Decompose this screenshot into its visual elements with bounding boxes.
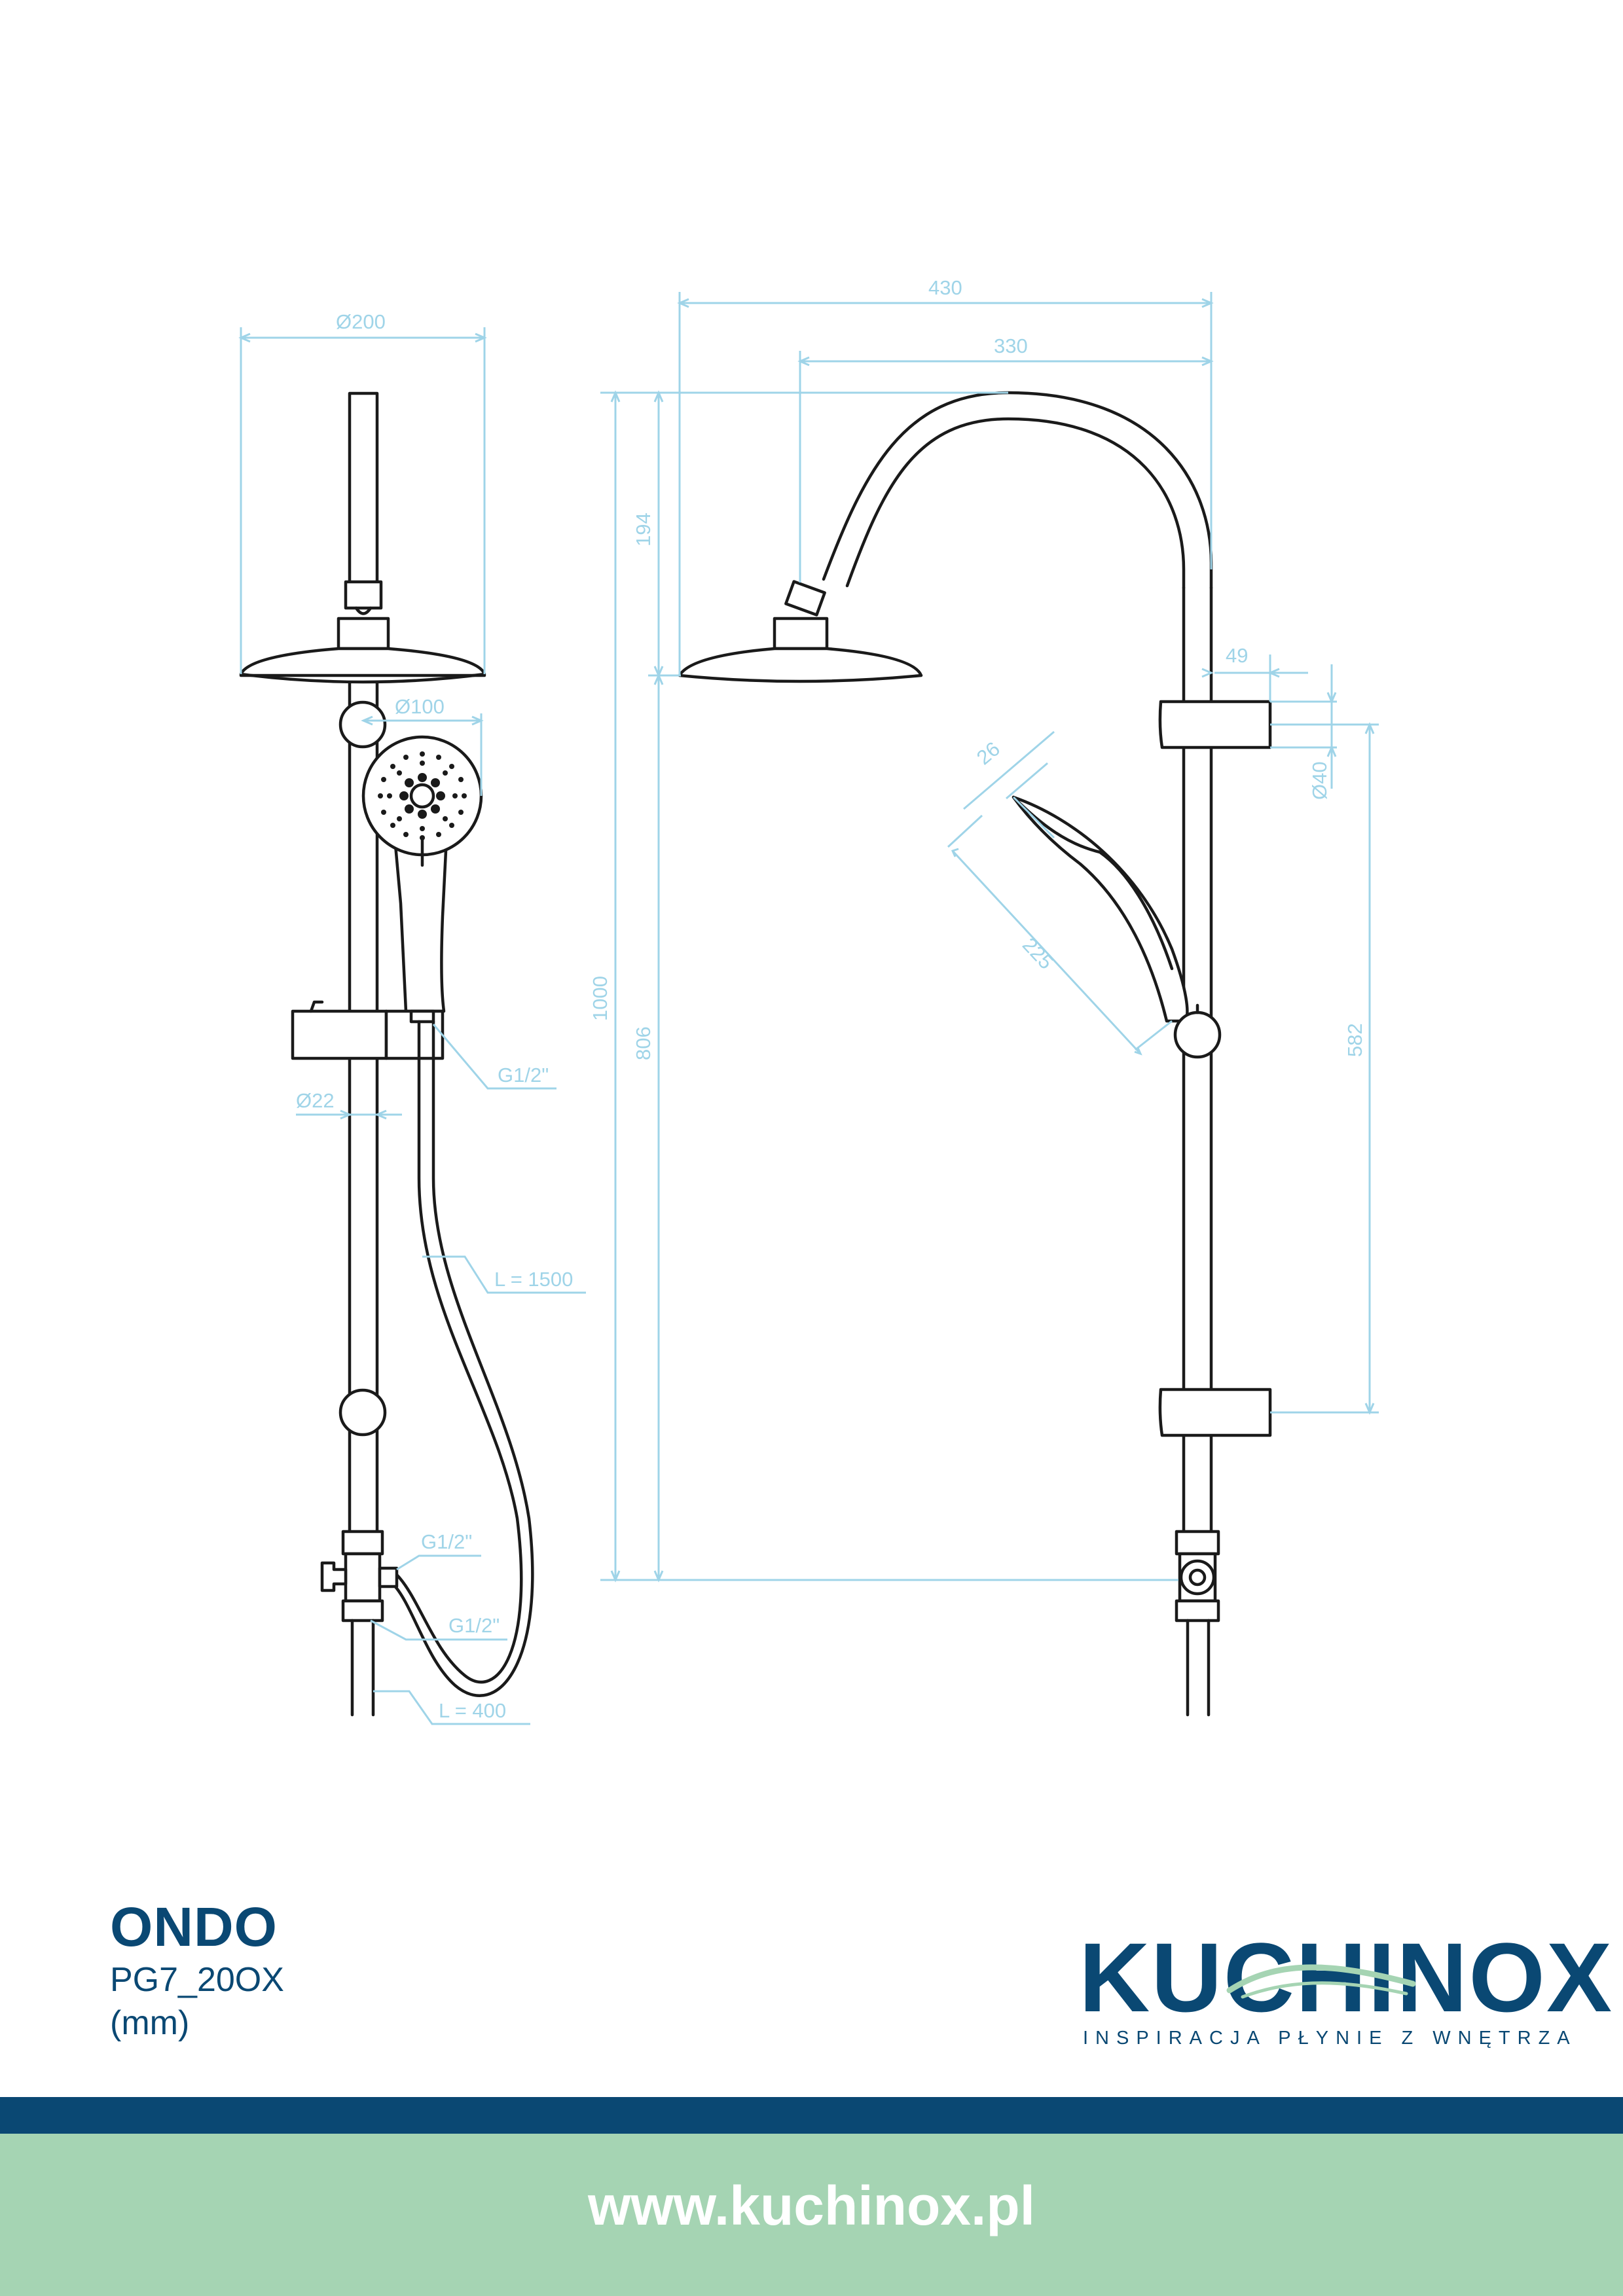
brand-tagline: INSPIRACJA PŁYNIE Z WNĘTRZA [1083,2028,1577,2049]
dim-width-430: 430 [928,276,962,299]
side-shower-head [678,647,923,683]
footer-website-link[interactable]: www.kuchinox.pl [588,2175,1035,2236]
side-upper-bracket [1158,700,1272,749]
front-slider-holder [291,1009,388,1060]
dimension-labels: Ø200 Ø100 Ø22 G1/2" L = 1500 G1/2" G1/2"… [296,276,1366,1722]
dim-width-26: 26 [972,737,1004,769]
side-hand-shower-face [1012,795,1174,971]
front-diverter-body [344,1552,382,1603]
front-shower-head [239,647,486,684]
side-diverter-bottom [1175,1599,1220,1623]
product-name: ONDO [110,1896,278,1958]
dim-length-225: 225 [1018,933,1058,974]
product-unit: (mm) [110,2004,190,2042]
dim-pipe-length: L = 400 [439,1699,506,1722]
side-arm-outer [822,391,1213,590]
dim-diameter-22: Ø22 [296,1089,335,1112]
product-code: PG7_20OX [110,1961,284,1999]
dim-width-49: 49 [1226,644,1248,667]
dim-height-806: 806 [632,1026,655,1060]
front-hand-shower-nozzles [378,751,467,840]
front-diverter-handle [320,1561,348,1592]
brand-wordmark: KUCHINOX [1079,1922,1614,2032]
front-hose-inner [391,1020,534,1697]
side-view [678,391,1272,1717]
footer-green-bar [0,2134,1623,2296]
dim-height-582: 582 [1343,1023,1366,1057]
front-lower-knob [338,1388,387,1437]
brand-wave-icon [1226,1964,1416,1999]
front-head-neck [337,617,390,651]
side-arm-joint [784,580,826,617]
side-arm-inner [845,417,1186,590]
front-hose-connector [409,1009,435,1024]
dim-height-194: 194 [632,512,655,547]
front-riser-upper [348,391,379,585]
side-head-neck [773,617,829,651]
front-hose [394,1020,523,1684]
front-upper-knob [338,700,387,749]
front-connector-neck [354,606,373,615]
side-lower-bracket [1158,1388,1272,1437]
dim-thread-mid: G1/2" [421,1530,472,1553]
side-hand-shower [1012,795,1189,1023]
dim-diameter-40: Ø40 [1308,761,1331,800]
front-diverter-bottom [341,1599,384,1623]
dimension-lines [238,292,1379,1725]
dim-diameter-200: Ø200 [336,310,386,333]
side-diverter-top [1175,1530,1220,1556]
brand-logo: KUCHINOX INSPIRACJA PŁYNIE Z WNĘTRZA [1079,1928,1612,2049]
front-view [239,391,534,1717]
front-connector [344,580,383,610]
dim-hose-length: L = 1500 [494,1268,573,1291]
dim-thread-low: G1/2" [448,1614,500,1637]
front-hand-shower-handle [393,836,448,1013]
product-info: ONDO PG7_20OX (mm) [110,1895,284,2045]
front-slider-tab [309,1000,324,1013]
footer-blue-bar [0,2097,1623,2134]
side-slider-knob [1173,1011,1222,1059]
dim-height-1000: 1000 [589,976,611,1021]
dim-thread-top: G1/2" [498,1064,549,1086]
front-diverter-outlet [378,1566,399,1588]
front-diverter-top [341,1530,384,1556]
dim-width-330: 330 [994,334,1028,357]
side-diverter-inner [1188,1568,1207,1587]
dim-diameter-100: Ø100 [395,695,445,718]
